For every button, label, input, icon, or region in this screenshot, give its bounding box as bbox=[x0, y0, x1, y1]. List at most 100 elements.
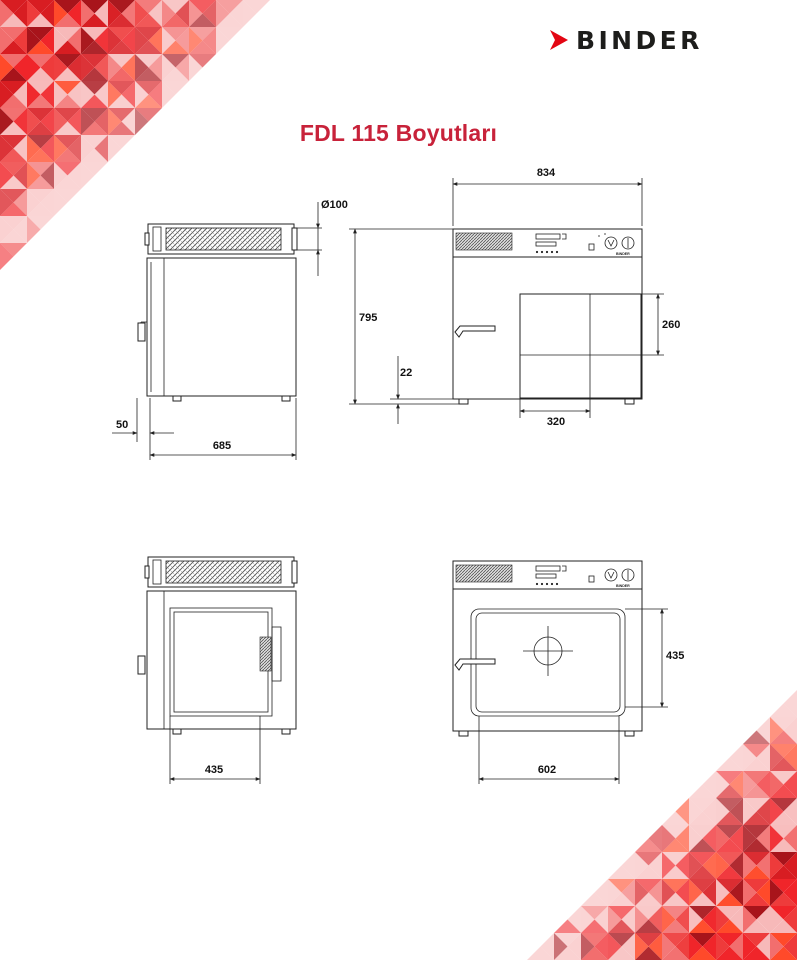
mosaic-triangle-106 bbox=[27, 81, 54, 95]
mosaic-triangle-126 bbox=[162, 81, 189, 95]
mosaic-triangle-96 bbox=[162, 54, 189, 68]
mosaic-triangle-40 bbox=[0, 40, 27, 54]
mosaic-triangle-99 bbox=[162, 54, 176, 81]
mosaic-triangle-156 bbox=[27, 148, 54, 162]
interior-depth-dimension bbox=[169, 716, 261, 784]
mosaic-triangle-137 bbox=[67, 108, 81, 135]
mosaic-triangle-93 bbox=[743, 852, 757, 879]
mosaic-triangle-119 bbox=[716, 879, 730, 906]
mosaic-triangle-53 bbox=[675, 825, 689, 852]
mosaic-triangle-98 bbox=[594, 879, 608, 906]
mosaic-triangle-71 bbox=[770, 825, 784, 852]
mosaic-triangle-135 bbox=[621, 906, 635, 933]
mosaic-triangle-146 bbox=[108, 121, 135, 135]
mosaic-triangle-31 bbox=[189, 0, 203, 27]
mosaic-triangle-74 bbox=[0, 67, 27, 81]
mosaic-triangle-58 bbox=[135, 27, 162, 41]
mosaic-triangle-66 bbox=[743, 838, 770, 852]
mosaic-triangle-195 bbox=[0, 216, 14, 243]
mosaic-triangle-78 bbox=[662, 852, 689, 866]
mosaic-triangle-112 bbox=[689, 879, 716, 893]
mosaic-triangle-80 bbox=[662, 865, 689, 879]
mosaic-triangle-84 bbox=[81, 54, 108, 68]
mosaic-triangle-144 bbox=[662, 919, 689, 933]
mosaic-triangle-130 bbox=[581, 906, 608, 920]
brand-name: BINDER bbox=[576, 25, 703, 55]
mosaic-triangle-106 bbox=[635, 892, 662, 906]
mosaic-triangle-105 bbox=[0, 81, 14, 108]
mosaic-triangle-100 bbox=[189, 54, 216, 68]
mosaic-triangle-0 bbox=[783, 690, 797, 717]
side-view-top bbox=[137, 223, 298, 402]
mosaic-triangle-90 bbox=[108, 67, 135, 81]
mosaic-triangle-186 bbox=[689, 946, 716, 960]
mosaic-triangle-52 bbox=[662, 825, 689, 839]
mosaic-triangle-95 bbox=[135, 54, 149, 81]
mosaic-triangle-125 bbox=[783, 879, 797, 906]
mosaic-triangle-124 bbox=[770, 879, 797, 893]
mosaic-triangle-15 bbox=[783, 744, 797, 771]
mosaic-triangle-35 bbox=[216, 0, 230, 27]
mosaic-triangle-56 bbox=[689, 825, 716, 839]
mosaic-triangle-26 bbox=[743, 784, 770, 798]
mosaic-triangle-141 bbox=[94, 108, 108, 135]
mosaic-triangle-172 bbox=[608, 933, 635, 947]
mosaic-triangle-125 bbox=[135, 81, 149, 108]
mosaic-triangle-19 bbox=[108, 0, 122, 27]
mosaic-triangle-41 bbox=[716, 798, 730, 825]
mosaic-triangle-170 bbox=[581, 946, 608, 960]
binder-arrow-logo-icon bbox=[550, 30, 568, 50]
mosaic-triangle-165 bbox=[567, 933, 581, 960]
mosaic-triangle-88 bbox=[716, 865, 743, 879]
mosaic-triangle-73 bbox=[13, 54, 27, 81]
mosaic-triangle-45 bbox=[27, 27, 41, 54]
mosaic-triangle-110 bbox=[662, 892, 689, 906]
mosaic-triangle-57 bbox=[702, 825, 716, 852]
mosaic-triangle-155 bbox=[40, 135, 54, 162]
top-left-triangle-mosaic bbox=[0, 0, 270, 270]
mosaic-triangle-116 bbox=[81, 94, 108, 108]
mosaic-triangle-133 bbox=[581, 906, 595, 933]
mosaic-triangle-82 bbox=[54, 67, 81, 81]
mosaic-triangle-168 bbox=[581, 933, 608, 947]
mosaic-triangle-48 bbox=[54, 40, 81, 54]
mosaic-triangle-77 bbox=[40, 54, 54, 81]
mosaic-triangle-14 bbox=[81, 13, 108, 27]
mosaic-triangle-161 bbox=[770, 906, 784, 933]
mosaic-triangle-77 bbox=[635, 852, 649, 879]
panel-brand-label: BINDER bbox=[616, 252, 630, 256]
mosaic-triangle-32 bbox=[675, 798, 689, 825]
mosaic-triangle-89 bbox=[121, 54, 135, 81]
mosaic-triangle-100 bbox=[608, 879, 635, 893]
mosaic-triangle-51 bbox=[635, 838, 662, 852]
mosaic-triangle-88 bbox=[108, 54, 135, 68]
mosaic-triangle-80 bbox=[54, 54, 81, 68]
mosaic-triangle-7 bbox=[770, 717, 784, 744]
foot-height-label: 22 bbox=[400, 367, 412, 379]
overall-depth-label: 685 bbox=[213, 440, 231, 452]
window-width-dimension bbox=[519, 355, 591, 418]
mosaic-triangle-39 bbox=[729, 798, 743, 825]
mosaic-triangle-159 bbox=[67, 135, 81, 162]
mosaic-triangle-76 bbox=[27, 54, 54, 68]
mosaic-triangle-54 bbox=[108, 27, 135, 41]
interior-width-dimension bbox=[478, 716, 620, 784]
mosaic-triangle-136 bbox=[608, 919, 635, 933]
mosaic-triangle-33 bbox=[662, 811, 689, 825]
overall-width-dimension bbox=[452, 178, 643, 226]
mosaic-triangle-21 bbox=[148, 0, 162, 27]
mosaic-triangle-114 bbox=[81, 81, 108, 95]
mosaic-triangle-36 bbox=[243, 0, 270, 14]
mosaic-triangle-168 bbox=[0, 162, 27, 176]
mosaic-triangle-93 bbox=[148, 54, 162, 81]
mosaic-triangle-3 bbox=[0, 0, 14, 27]
mosaic-triangle-153 bbox=[716, 906, 730, 933]
mosaic-triangle-134 bbox=[27, 121, 54, 135]
mosaic-triangle-72 bbox=[621, 852, 635, 879]
mosaic-triangle-108 bbox=[662, 879, 689, 893]
mosaic-triangle-183 bbox=[13, 189, 27, 216]
mosaic-triangle-40 bbox=[716, 811, 743, 825]
mosaic-triangle-8 bbox=[54, 0, 81, 14]
front-view-bottom: BINDER bbox=[452, 560, 643, 737]
mosaic-triangle-71 bbox=[216, 27, 230, 54]
